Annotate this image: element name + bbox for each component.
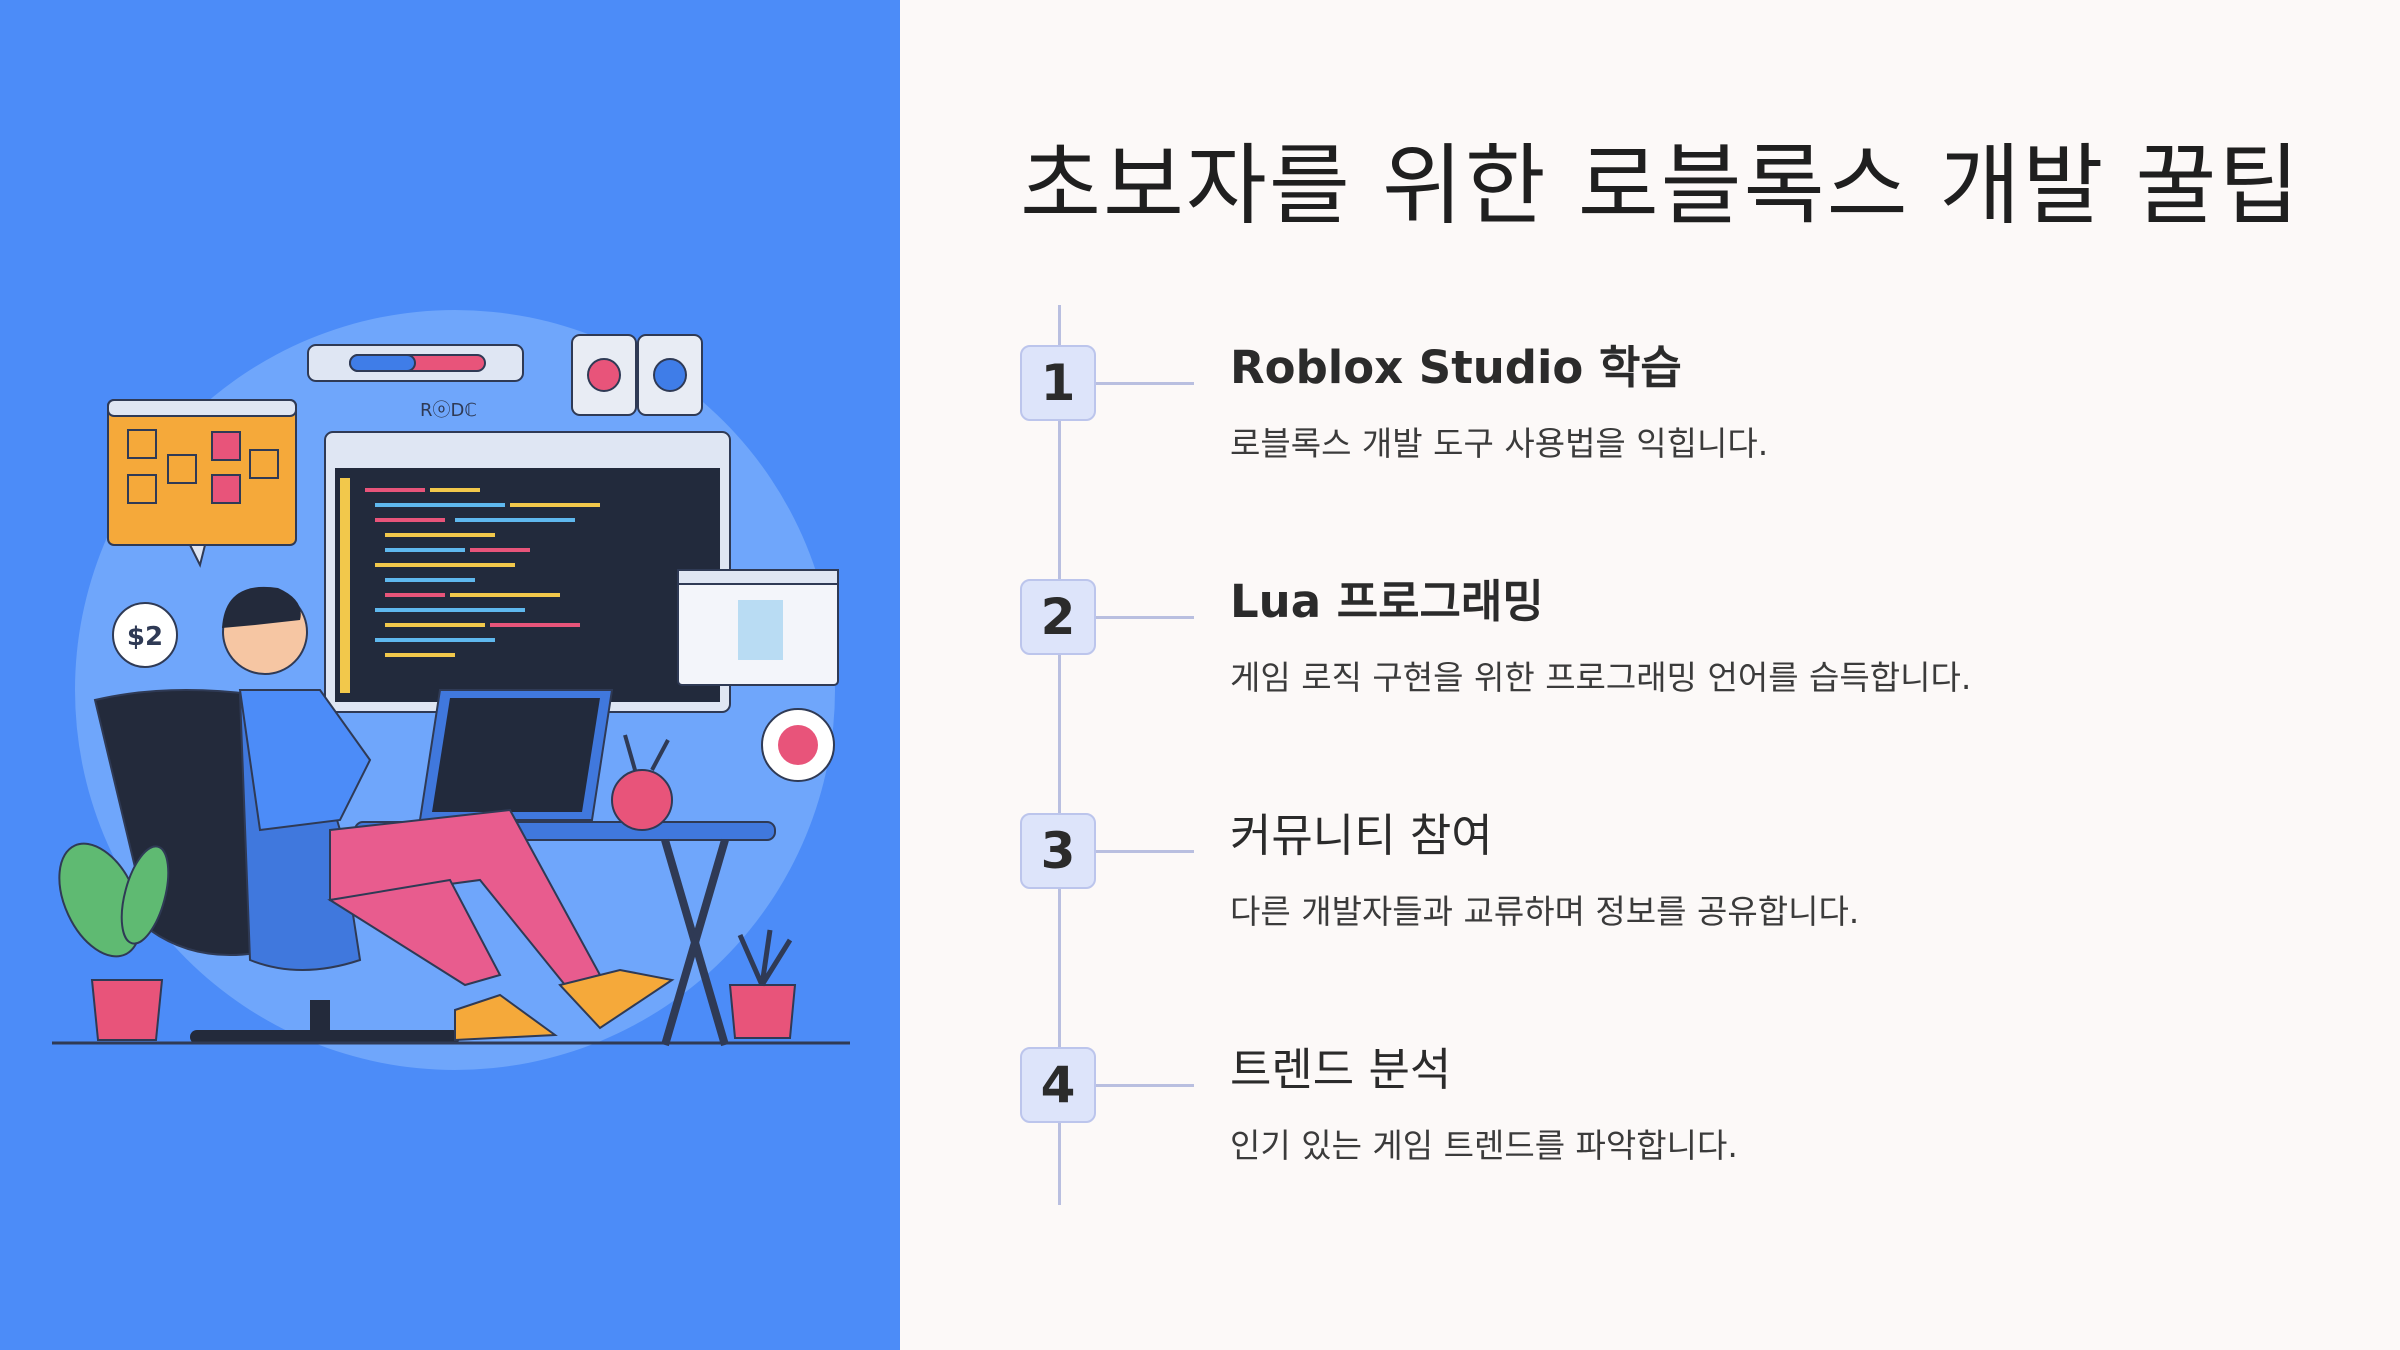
step-number-badge: 1 — [1020, 345, 1096, 421]
illustration-panel: RⓞDℂ — [0, 0, 900, 1350]
timeline-step-4: 4 트렌드 분석 인기 있는 게임 트렌드를 파악합니다. — [1020, 1043, 2320, 1247]
left-plant-pot — [90, 979, 164, 1041]
step-description: 게임 로직 구현을 위한 프로그래밍 언어를 습득합니다. — [1230, 658, 1972, 697]
timeline-step-2: 2 Lua 프로그래밍 게임 로직 구현을 위한 프로그래밍 언어를 습득합니다… — [1020, 575, 2320, 779]
price-badge — [112, 602, 178, 668]
developer-illustration: RⓞDℂ — [52, 310, 850, 1070]
person-shirt — [238, 689, 372, 832]
step-title: Lua 프로그래밍 — [1230, 575, 1544, 628]
page-title: 초보자를 위한 로블록스 개발 꿀팁 — [1020, 134, 2302, 237]
note-board — [107, 399, 297, 546]
step-connector — [1096, 382, 1194, 385]
timeline-step-3: 3 커뮤니티 참여 다른 개발자들과 교류하며 정보를 공유합니다. — [1020, 809, 2320, 1013]
right-plant-pot — [728, 984, 797, 1039]
step-connector — [1096, 850, 1194, 853]
step-connector — [1096, 616, 1194, 619]
timeline-line — [1058, 305, 1061, 1205]
step-number-badge: 4 — [1020, 1047, 1096, 1123]
step-number-badge: 2 — [1020, 579, 1096, 655]
screen-label: RⓞDℂ — [420, 400, 477, 421]
apple — [611, 769, 673, 831]
step-title: 트렌드 분석 — [1230, 1043, 1452, 1096]
step-title: 커뮤니티 참여 — [1230, 809, 1493, 862]
step-title: Roblox Studio 학습 — [1230, 341, 1682, 394]
step-description: 로블록스 개발 도구 사용법을 익힙니다. — [1230, 424, 1769, 463]
step-connector — [1096, 1084, 1194, 1087]
timeline-step-1: 1 Roblox Studio 학습 로블록스 개발 도구 사용법을 익힙니다. — [1020, 341, 2320, 545]
step-number-badge: 3 — [1020, 813, 1096, 889]
step-description: 인기 있는 게임 트렌드를 파악합니다. — [1230, 1126, 1738, 1165]
price-text: $2 — [127, 622, 163, 652]
code-lines — [340, 478, 600, 693]
step-description: 다른 개발자들과 교류하며 정보를 공유합니다. — [1230, 892, 1860, 931]
